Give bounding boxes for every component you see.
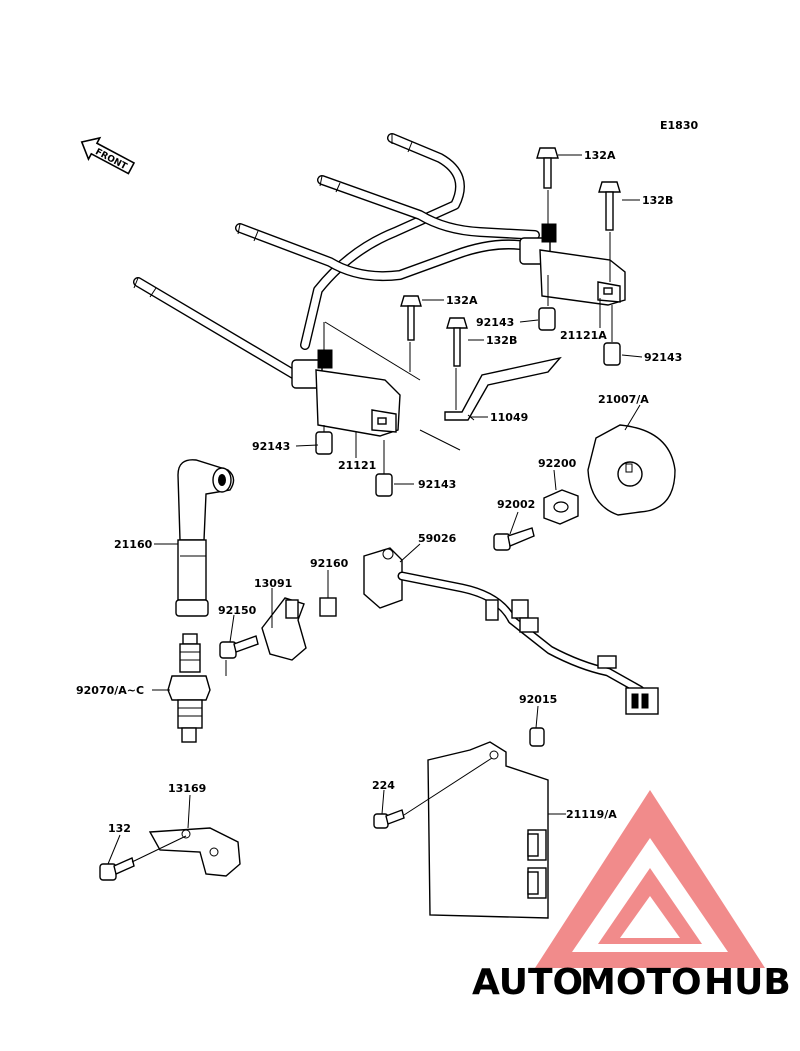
watermark-hub: HUB: [704, 962, 791, 1003]
coil-bracket-11049: [444, 356, 562, 421]
label-132B-mid: 132B: [486, 334, 517, 347]
label-92143-b: 92143: [644, 351, 682, 364]
spark-plug-92070: [167, 633, 211, 743]
bracket-13091: [261, 597, 307, 661]
label-224: 224: [372, 779, 395, 792]
label-21119A: 21119/A: [566, 808, 617, 821]
label-92015: 92015: [519, 693, 557, 706]
ignition-coil-21121A: [519, 223, 626, 306]
watermark-moto: MOTO: [580, 962, 702, 1003]
label-59026: 59026: [418, 532, 457, 545]
label-92070: 92070/A~C: [76, 684, 144, 697]
watermark-auto: AUTO: [472, 962, 583, 1003]
spacers-92143: [315, 307, 621, 497]
label-21121: 21121: [338, 459, 376, 472]
watermark-logo: [535, 790, 765, 968]
label-92143-c: 92143: [252, 440, 290, 453]
igniter-21119A: [427, 741, 549, 919]
label-132A-top: 132A: [584, 149, 616, 162]
watermark-text: AUTO MOTO HUB: [472, 962, 791, 1003]
bolts-132: [400, 147, 621, 367]
bolt-224: [373, 809, 405, 829]
ignition-coil-21121: [291, 349, 401, 437]
label-132: 132: [108, 822, 131, 835]
spark-plug-cap-21160: [175, 459, 235, 617]
bolt-132: [99, 857, 135, 881]
label-92160: 92160: [310, 557, 349, 570]
pad-92160: [319, 597, 337, 617]
collar-92015: [529, 727, 545, 747]
timing-rotor-21007A: [587, 424, 676, 516]
label-92002: 92002: [497, 498, 535, 511]
label-92150: 92150: [218, 604, 257, 617]
leader-lines: [107, 154, 643, 865]
label-13091: 13091: [254, 577, 292, 590]
label-92143-d: 92143: [418, 478, 456, 491]
label-132B-top: 132B: [642, 194, 673, 207]
front-arrow-icon: FRONT: [80, 136, 136, 175]
nut-92200: [543, 489, 579, 525]
label-92200: 92200: [538, 457, 577, 470]
label-132A-mid: 132A: [446, 294, 478, 307]
bracket-13169: [148, 827, 241, 877]
label-21121A: 21121A: [560, 329, 607, 342]
label-13169: 13169: [168, 782, 206, 795]
diagram-code: E1830: [660, 119, 698, 132]
part-labels: 132A 132B 132A 132B 92143 21121A 92143 1…: [76, 149, 682, 835]
label-21007A: 21007/A: [598, 393, 649, 406]
label-11049: 11049: [490, 411, 528, 424]
pickup-coil-59026: [363, 547, 659, 715]
guide-lines-coils: [323, 190, 613, 474]
bolt-92002: [493, 527, 535, 551]
coil-cables: [133, 133, 540, 380]
bolt-92150: [219, 635, 259, 659]
label-21160: 21160: [114, 538, 153, 551]
label-92143-a: 92143: [476, 316, 514, 329]
